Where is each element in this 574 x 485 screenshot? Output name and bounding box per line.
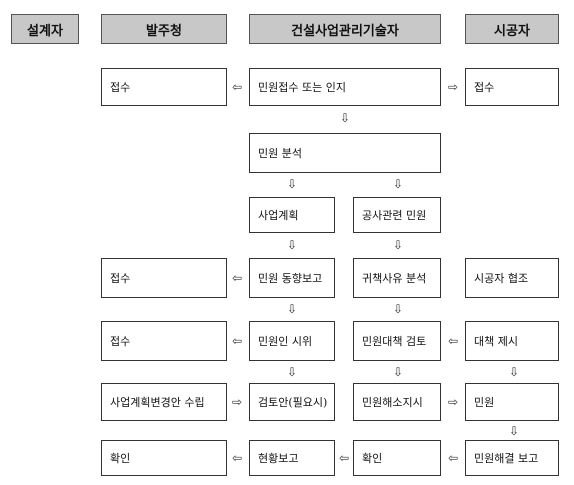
client-receipt-box-2: 접수 [101, 258, 227, 298]
arrow-left-icon: ⇦ [338, 451, 350, 465]
arrow-down-icon: ⇩ [508, 365, 520, 379]
arrow-down-icon: ⇩ [286, 177, 298, 191]
arrow-left-icon: ⇦ [231, 80, 243, 94]
status-report-box: 현황보고 [249, 440, 335, 476]
arrow-down-icon: ⇩ [286, 238, 298, 252]
construction-complaint-box: 공사관련 민원 [353, 197, 441, 233]
arrow-down-icon: ⇩ [392, 302, 404, 316]
arrow-down-icon: ⇩ [392, 238, 404, 252]
header-client: 발주청 [101, 14, 227, 44]
header-engineer: 건설사업관리기술자 [249, 14, 441, 44]
resolution-order-box: 민원해소지시 [353, 383, 441, 421]
arrow-down-icon: ⇩ [286, 302, 298, 316]
arrow-down-icon: ⇩ [286, 365, 298, 379]
arrow-down-icon: ⇩ [339, 111, 351, 125]
countermeasure-review-box: 민원대책 검토 [353, 321, 441, 361]
arrow-left-icon: ⇦ [231, 451, 243, 465]
header-contractor: 시공자 [465, 14, 559, 44]
complaint-intake-box: 민원접수 또는 인지 [249, 68, 441, 106]
plan-change-box: 사업계획변경안 수립 [101, 383, 227, 421]
arrow-left-icon: ⇦ [447, 334, 459, 348]
contractor-receipt-box: 접수 [465, 68, 559, 106]
countermeasure-proposal-box: 대책 제시 [465, 321, 559, 361]
complaint-analysis-box: 민원 분석 [249, 133, 441, 173]
arrow-down-icon: ⇩ [508, 424, 520, 438]
review-draft-box: 검토안(필요시) [249, 383, 335, 421]
protest-box: 민원인 시위 [249, 321, 335, 361]
arrow-down-icon: ⇩ [392, 365, 404, 379]
arrow-right-icon: ⇨ [231, 395, 243, 409]
responsibility-analysis-box: 귀책사유 분석 [353, 258, 441, 298]
client-confirm-box: 확인 [101, 440, 227, 476]
client-receipt-box-3: 접수 [101, 321, 227, 361]
arrow-left-icon: ⇦ [231, 271, 243, 285]
arrow-down-icon: ⇩ [392, 177, 404, 191]
arrow-left-icon: ⇦ [447, 451, 459, 465]
resolution-report-box: 민원해결 보고 [465, 440, 559, 476]
header-designer: 설계자 [11, 14, 79, 44]
arrow-right-icon: ⇨ [447, 80, 459, 94]
contractor-cooperation-box: 시공자 협조 [465, 258, 559, 298]
client-receipt-box: 접수 [101, 68, 227, 106]
engineer-confirm-box: 확인 [353, 440, 441, 476]
arrow-right-icon: ⇨ [447, 395, 459, 409]
arrow-left-icon: ⇦ [231, 334, 243, 348]
contractor-complaint-box: 민원 [465, 383, 559, 421]
trend-report-box: 민원 동향보고 [249, 258, 335, 298]
project-plan-box: 사업계획 [249, 197, 335, 233]
